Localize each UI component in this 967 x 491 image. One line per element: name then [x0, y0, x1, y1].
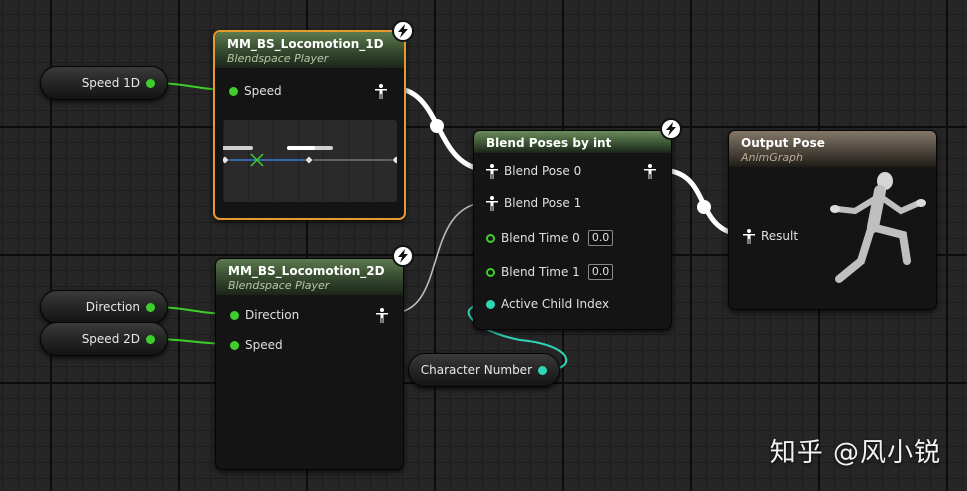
- direction-output-pin[interactable]: [146, 302, 155, 312]
- speed-2d-variable[interactable]: Speed 2D: [40, 322, 168, 356]
- blend-pose-1-label: Blend Pose 1: [504, 196, 582, 210]
- blendspace-2d-header[interactable]: MM_BS_Locomotion_2D Blendspace Player: [216, 259, 403, 295]
- pose-pin-icon[interactable]: [486, 163, 498, 179]
- active-child-index-label: Active Child Index: [501, 297, 610, 311]
- speed-1d-label: Speed 1D: [81, 76, 140, 90]
- output-result-label: Result: [761, 229, 799, 243]
- blendspace-1d-header[interactable]: MM_BS_Locomotion_1D Blendspace Player: [215, 32, 404, 68]
- fast-path-lightning-icon: [660, 118, 682, 140]
- active-child-index-input[interactable]: Active Child Index: [486, 295, 609, 313]
- blend-pose-1-input[interactable]: Blend Pose 1: [486, 194, 581, 212]
- pose-pin-icon[interactable]: [375, 83, 387, 99]
- wire-knot-2: [697, 200, 711, 214]
- direction-input-pin[interactable]: [230, 310, 239, 320]
- pose-pin-icon[interactable]: [644, 163, 656, 179]
- blend-time-0-value[interactable]: 0.0: [587, 230, 614, 246]
- blendspace-2d-title: MM_BS_Locomotion_2D: [228, 264, 385, 278]
- watermark-text: 知乎 @风小锐: [769, 438, 941, 468]
- character-number-label: Character Number: [420, 363, 532, 377]
- blendspace-1d-subtitle: Blendspace Player: [227, 52, 329, 65]
- character-number-variable[interactable]: Character Number: [408, 353, 560, 387]
- blend-time-1-label: Blend Time 1: [501, 265, 580, 279]
- blendspace-1d-title: MM_BS_Locomotion_1D: [227, 37, 384, 51]
- blend-time-0-label: Blend Time 0: [501, 231, 580, 245]
- blend-time-0-input[interactable]: Blend Time 0 0.0: [486, 229, 614, 247]
- blend-time-1-input[interactable]: Blend Time 1 0.0: [486, 263, 614, 281]
- blendspace-2d-pose-output[interactable]: [376, 306, 394, 324]
- speed-2d-input-label: Speed: [245, 338, 283, 352]
- blend-poses-by-int-node[interactable]: Blend Poses by int Blend Pose 0 Blend Po…: [473, 130, 672, 330]
- blend-pose-0-label: Blend Pose 0: [504, 164, 582, 178]
- blend-poses-header[interactable]: Blend Poses by int: [474, 131, 671, 153]
- blendspace-2d-direction-input[interactable]: Direction: [230, 306, 299, 324]
- speed-2d-output-pin[interactable]: [146, 334, 155, 344]
- blendspace-player-1d-node[interactable]: MM_BS_Locomotion_1D Blendspace Player Sp…: [207, 30, 406, 220]
- blend-time-1-pin[interactable]: [486, 267, 495, 277]
- blendspace-1d-preview[interactable]: [207, 120, 401, 202]
- direction-label: Direction: [85, 300, 140, 314]
- output-pose-header[interactable]: Output Pose AnimGraph: [729, 131, 936, 167]
- blend-time-0-pin[interactable]: [486, 233, 495, 243]
- speed-2d-label: Speed 2D: [81, 332, 140, 346]
- output-result-input[interactable]: Result: [743, 227, 798, 245]
- output-pose-node[interactable]: Output Pose AnimGraph Result: [728, 130, 937, 310]
- blend-pose-0-input[interactable]: Blend Pose 0: [486, 162, 581, 180]
- blendspace-1d-speed-input[interactable]: Speed: [229, 82, 282, 100]
- speed-1d-variable[interactable]: Speed 1D: [40, 66, 168, 100]
- wire-knot-1: [430, 119, 444, 133]
- output-pose-subtitle: AnimGraph: [741, 151, 804, 164]
- fast-path-lightning-icon: [392, 245, 414, 267]
- character-number-output-pin[interactable]: [538, 365, 547, 375]
- mannequin-running-icon: [830, 172, 926, 283]
- direction-variable[interactable]: Direction: [40, 290, 168, 324]
- blendspace-player-2d-node[interactable]: MM_BS_Locomotion_2D Blendspace Player Di…: [215, 258, 404, 470]
- speed-1d-output-pin[interactable]: [146, 78, 155, 88]
- pose-pin-icon[interactable]: [743, 228, 755, 244]
- output-pose-title: Output Pose: [741, 136, 825, 150]
- fast-path-lightning-icon: [392, 20, 414, 42]
- blendspace-2d-speed-input[interactable]: Speed: [230, 336, 283, 354]
- pose-pin-icon[interactable]: [376, 307, 388, 323]
- blend-poses-title: Blend Poses by int: [486, 136, 612, 150]
- direction-input-label: Direction: [245, 308, 300, 322]
- blend-time-1-value[interactable]: 0.0: [587, 264, 614, 280]
- blendspace-2d-subtitle: Blendspace Player: [228, 279, 330, 292]
- speed-input-label: Speed: [244, 84, 282, 98]
- blendspace-1d-preview-graph: [207, 146, 401, 167]
- pose-pin-icon[interactable]: [486, 195, 498, 211]
- blend-pose-output[interactable]: [644, 162, 662, 180]
- blendspace-1d-pose-output[interactable]: [375, 82, 393, 100]
- speed-2d-input-pin[interactable]: [230, 340, 239, 350]
- active-child-index-pin[interactable]: [486, 299, 495, 309]
- speed-input-pin[interactable]: [229, 86, 238, 96]
